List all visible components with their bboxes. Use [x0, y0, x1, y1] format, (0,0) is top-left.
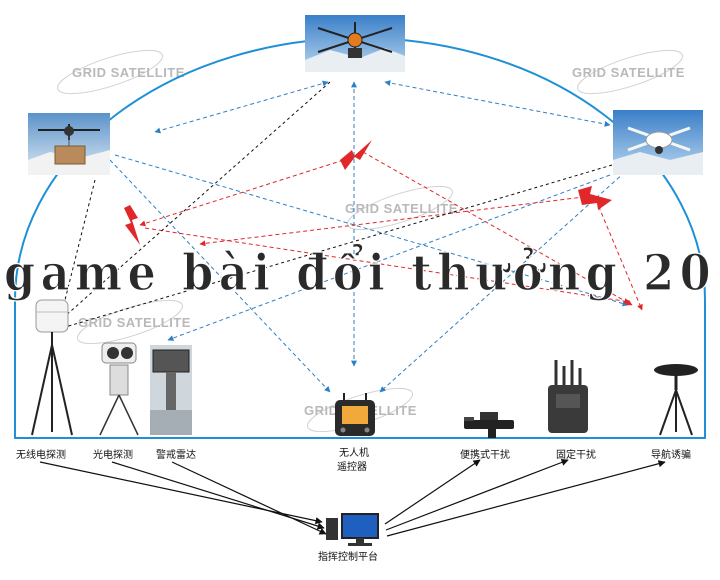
watermark-text: GRID SATELLITE: [72, 65, 185, 80]
watermark-text: GRID SATELLITE: [345, 201, 458, 216]
fixed-jammer-device: [548, 360, 588, 433]
black-dashed-links: [54, 81, 613, 330]
label-fixed-jammer: 固定干扰: [556, 448, 596, 461]
uav-cargo-image: [28, 113, 110, 175]
label-command-platform: 指挥控制平台: [318, 550, 378, 563]
label-warning-radar: 警戒雷达: [156, 448, 196, 461]
optical-detection-device: [99, 342, 139, 436]
radar-device: [150, 345, 192, 435]
label-remote-controller-line2: 遥控器: [337, 460, 367, 473]
label-navigation-spoofing: 导航诱骗: [651, 448, 691, 461]
label-portable-jammer: 便携式干扰: [460, 448, 510, 461]
portable-jammer-device: [464, 412, 514, 438]
radio-detection-device: [31, 299, 73, 436]
uav-remote-controller-device: [335, 393, 375, 436]
label-remote-controller-line1: 无人机: [339, 446, 369, 459]
lightning-icon: [340, 140, 372, 170]
watermark-text: GRID SATELLITE: [572, 65, 685, 80]
lightning-icon-group: [124, 140, 612, 245]
command-platform-computer: [326, 513, 379, 546]
uav-octocopter-image: [305, 15, 405, 72]
red-dashed-links: [139, 151, 643, 311]
uav-quadcopter-image: [613, 110, 703, 175]
watermark-text: GRID SATELLITE: [78, 315, 191, 330]
command-links: [39, 458, 666, 537]
overlay-text-banner: game bài đổi thưởng 20: [4, 242, 716, 302]
lightning-icon: [124, 205, 140, 245]
lightning-icon: [578, 186, 612, 210]
navigation-spoofing-device: [654, 364, 698, 436]
label-radio-detection: 无线电探测: [16, 448, 66, 461]
label-optical-detection: 光电探测: [93, 448, 133, 461]
watermark-swoosh-group: [57, 49, 683, 433]
